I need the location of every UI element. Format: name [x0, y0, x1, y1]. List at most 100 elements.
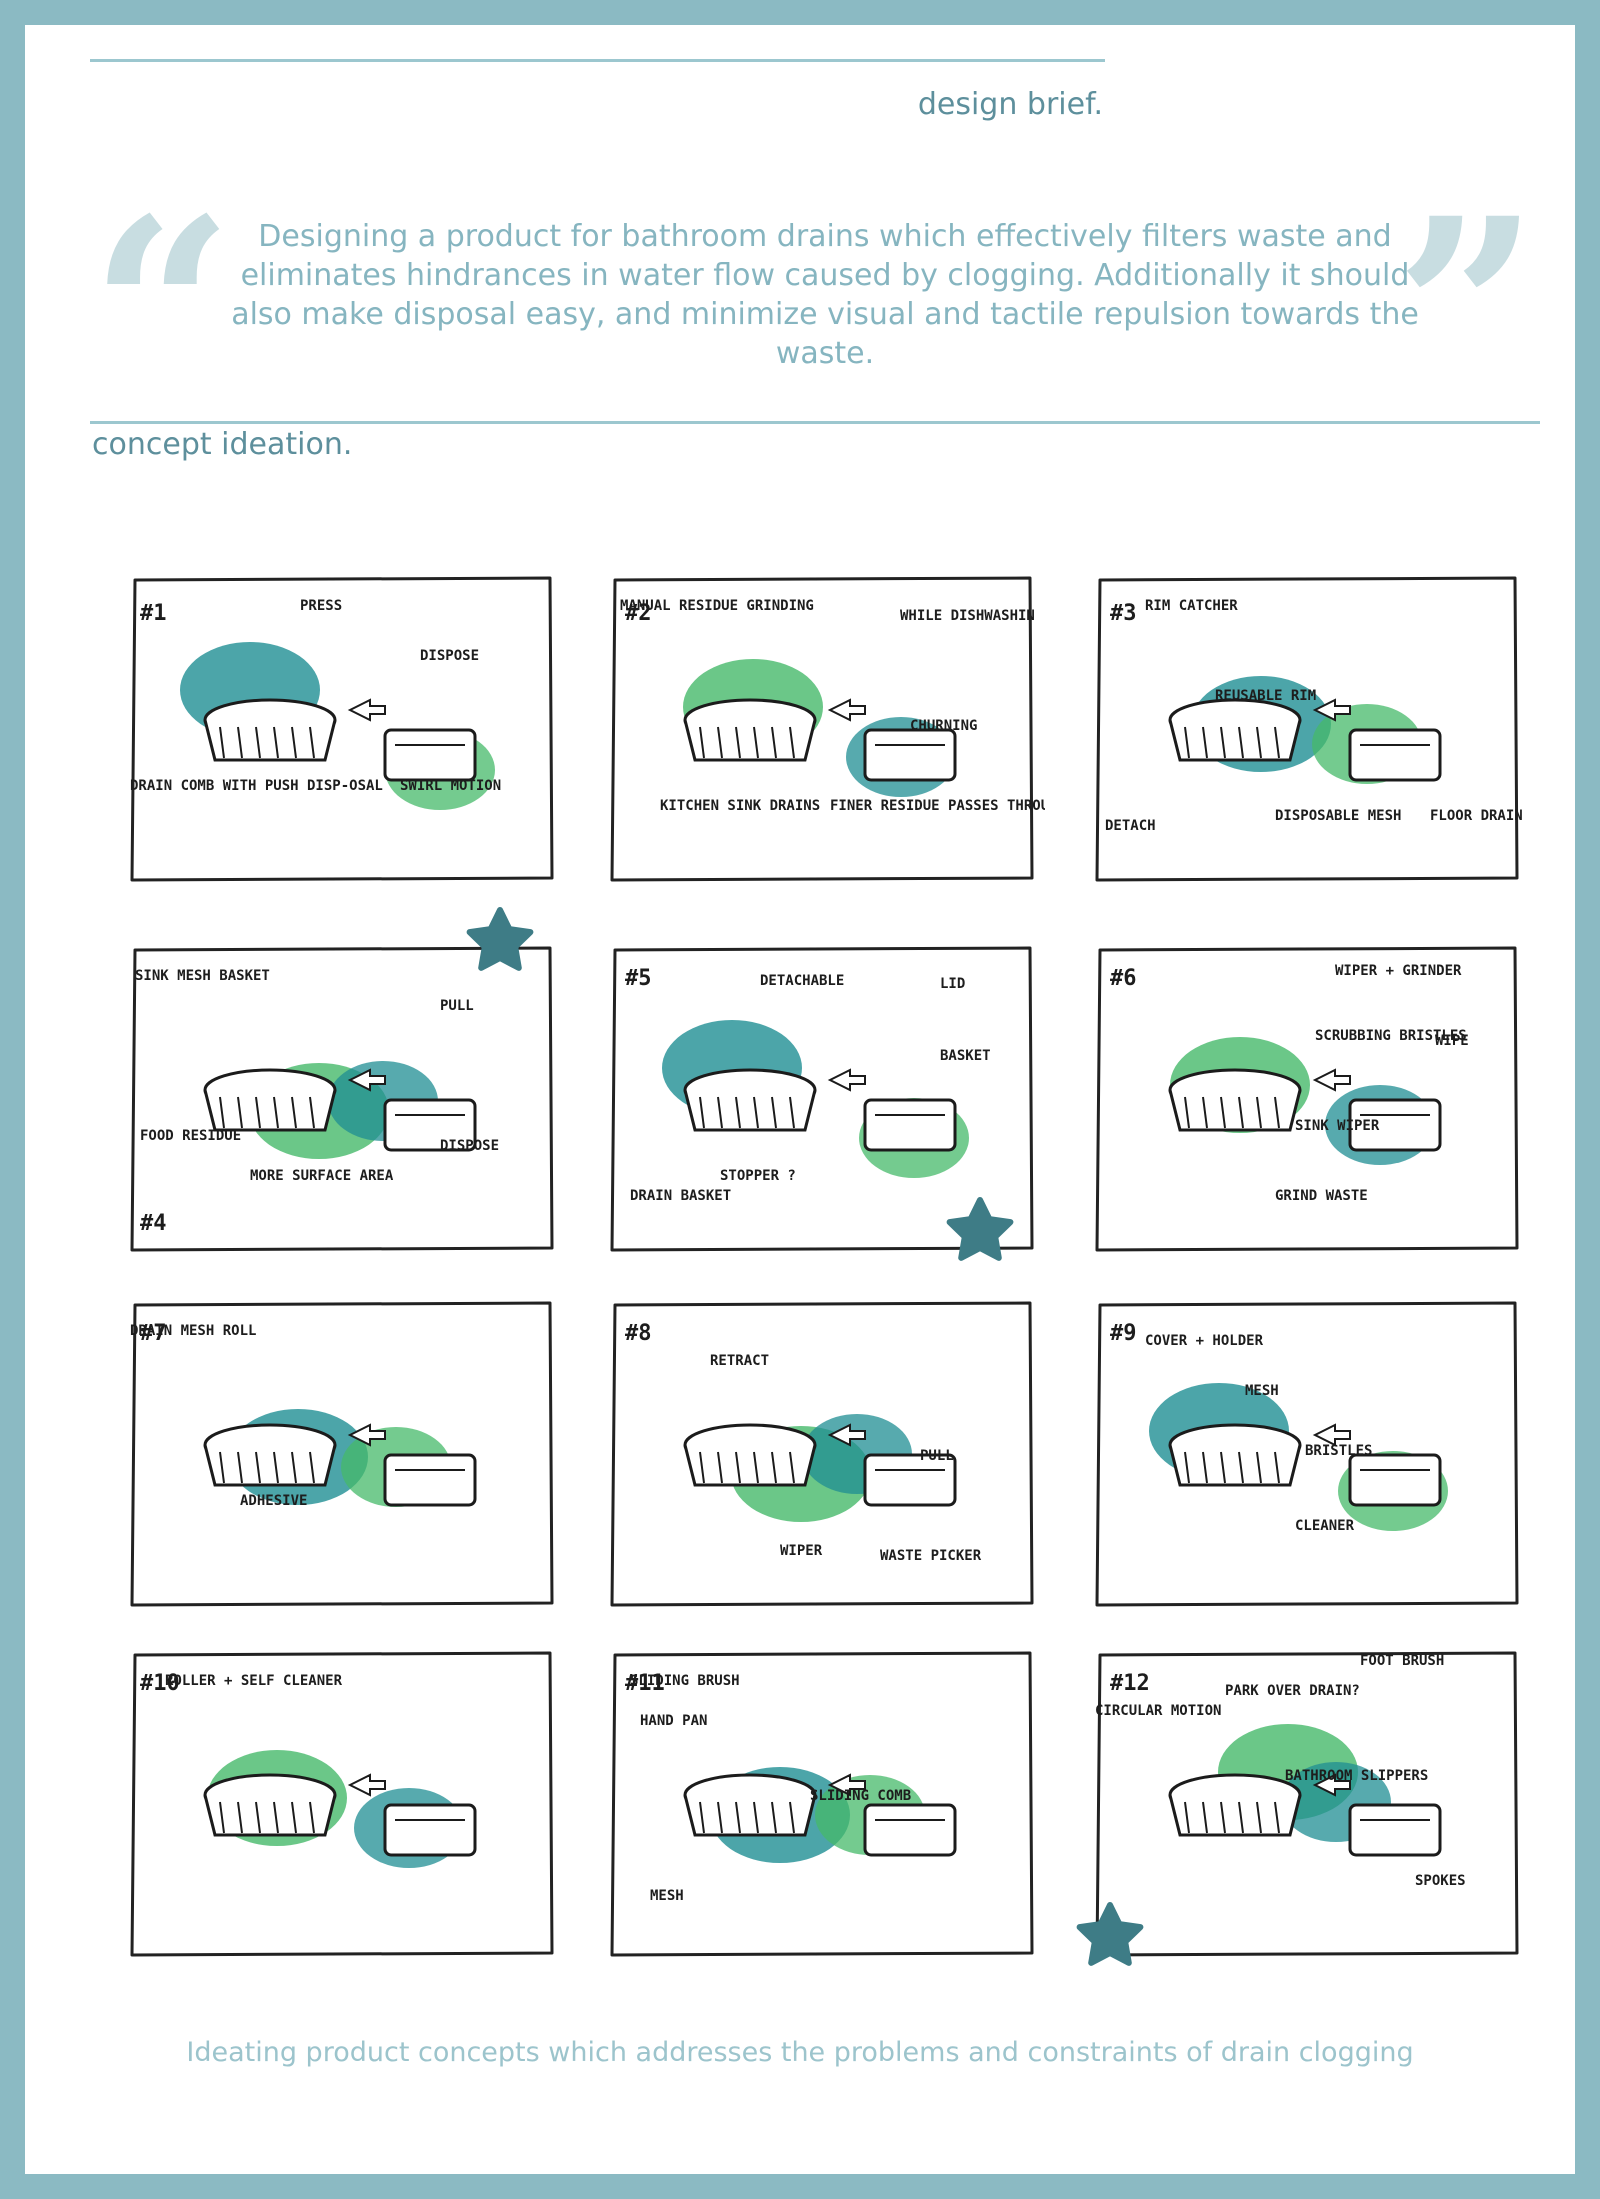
sketch-annotation: FOOT BRUSH	[1360, 1653, 1444, 1669]
sketch-annotation: CIRCULAR MOTION	[1095, 1703, 1221, 1719]
sketch-annotation: RETRACT	[710, 1353, 769, 1369]
sketch-annotation: ROLLER + SELF CLEANER	[165, 1673, 343, 1689]
star-highlight-icon	[946, 1197, 1014, 1261]
sketch-annotation: SINK MESH BASKET	[135, 968, 270, 984]
concept-number: #2	[625, 601, 652, 626]
sketch-annotation: SWIRL MOTION	[400, 778, 501, 794]
concept-sketch-drawing: #5 DETACHABLE LID BASKET DRAIN BASKET STOPPER…	[610, 946, 1034, 1252]
sketch-annotation: WIPE	[1435, 1033, 1469, 1049]
concept-number: #8	[625, 1321, 652, 1346]
sketch-annotation: DRAIN BASKET	[630, 1188, 731, 1204]
concept-number: #12	[1110, 1671, 1150, 1696]
device-sketch	[683, 1773, 957, 1857]
sketch-frame	[130, 1651, 554, 1957]
concept-number: #9	[1110, 1321, 1137, 1346]
sketch-annotation: PARK OVER DRAIN?	[1225, 1683, 1360, 1699]
concept-number: #6	[1110, 966, 1137, 991]
concept-ideation-title: concept ideation.	[92, 427, 353, 462]
sketch-annotation: SLIDING BRUSH	[630, 1673, 740, 1689]
sketch-annotation: GRIND WASTE	[1275, 1188, 1368, 1204]
sketch-annotation: WIPER	[780, 1543, 823, 1559]
device-sketch	[683, 698, 957, 782]
star-highlight-icon	[1076, 1902, 1144, 1966]
sketch-annotation: BATHROOM SLIPPERS	[1285, 1768, 1428, 1784]
sketch-annotation: DETACHABLE	[760, 973, 844, 989]
sketch-annotation: BRISTLES	[1305, 1443, 1372, 1459]
sketch-frame	[130, 946, 554, 1252]
sketch-annotation: PULL	[440, 998, 474, 1014]
concept-number: #10	[140, 1671, 180, 1696]
ideation-caption: Ideating product concepts which addresse…	[186, 2037, 1414, 2068]
concept-sketch-5: #5 DETACHABLE LID BASKET DRAIN BASKET STOPPER…	[600, 930, 1045, 1270]
concept-number: #1	[140, 601, 167, 626]
sketch-annotation: DISPOSABLE MESH	[1275, 808, 1401, 824]
sketch-annotation: MESH	[650, 1888, 684, 1904]
device-sketch	[683, 1068, 957, 1152]
sketch-annotation: STOPPER ?	[720, 1168, 796, 1184]
device-sketch	[683, 1423, 957, 1507]
sketch-annotation: CHURNING	[910, 718, 977, 734]
sketch-annotation: WHILE DISHWASHIN	[900, 608, 1035, 624]
sketch-frame	[130, 1301, 554, 1607]
sketch-annotation: FLOOR DRAIN	[1430, 808, 1523, 824]
sketch-annotation: WIPER + GRINDER	[1335, 963, 1462, 979]
sketch-annotation: FINER RESIDUE PASSES THROUGH	[830, 798, 1045, 814]
sketch-annotation: COVER + HOLDER	[1145, 1333, 1264, 1349]
sketch-frame	[610, 946, 1034, 1252]
device-sketch	[203, 1423, 477, 1507]
sketch-annotation: KITCHEN SINK DRAINS	[660, 798, 820, 814]
open-quote-mark: “	[90, 163, 234, 457]
device-sketch	[203, 698, 477, 782]
concept-number: #11	[625, 1671, 665, 1696]
sketch-annotation: PRESS	[300, 598, 342, 614]
sketch-annotation: DISPOSE	[420, 648, 479, 664]
sketch-frame	[610, 1301, 1034, 1607]
sketch-annotation: SLIDING COMB	[810, 1788, 911, 1804]
sketch-frame	[1095, 1651, 1519, 1957]
close-quote-mark: ”	[1395, 163, 1539, 457]
sketch-annotation: LID	[940, 976, 965, 992]
device-sketch	[1168, 1068, 1442, 1152]
sketch-annotation: DETACH	[1105, 818, 1156, 834]
device-sketch	[203, 1773, 477, 1857]
sketch-annotation: PULL	[920, 1448, 954, 1464]
sketch-frame	[610, 1651, 1034, 1957]
device-sketch	[1168, 1423, 1442, 1507]
sketch-annotation: ADHESIVE	[240, 1493, 307, 1509]
sketch-annotation: REUSABLE RIM	[1215, 688, 1316, 704]
sketch-annotation: SCRUBBING BRISTLES	[1315, 1028, 1467, 1044]
sketch-annotation: DISPOSE	[440, 1138, 499, 1154]
sketch-annotation: MORE SURFACE AREA	[250, 1168, 394, 1184]
top-rule	[90, 59, 1105, 62]
design-brief-statement: Designing a product for bathroom drains …	[231, 219, 1419, 371]
sketch-annotation: FOOD RESIDUE	[140, 1128, 241, 1144]
sketch-annotation: BASKET	[940, 1048, 991, 1064]
sketch-annotation: DRAIN MESH ROLL	[130, 1323, 256, 1339]
concept-number: #7	[140, 1321, 167, 1346]
sketch-annotation: RIM CATCHER	[1145, 598, 1238, 614]
device-sketch	[1168, 1773, 1442, 1857]
sketch-frame	[1095, 1301, 1519, 1607]
sketch-frame	[1095, 946, 1519, 1252]
concept-number: #5	[625, 966, 652, 991]
page: design brief. “ ” Designing a product fo…	[25, 25, 1575, 2174]
sketch-annotation: MESH	[1245, 1383, 1279, 1399]
sketch-annotation: WASTE PICKER	[880, 1548, 982, 1564]
